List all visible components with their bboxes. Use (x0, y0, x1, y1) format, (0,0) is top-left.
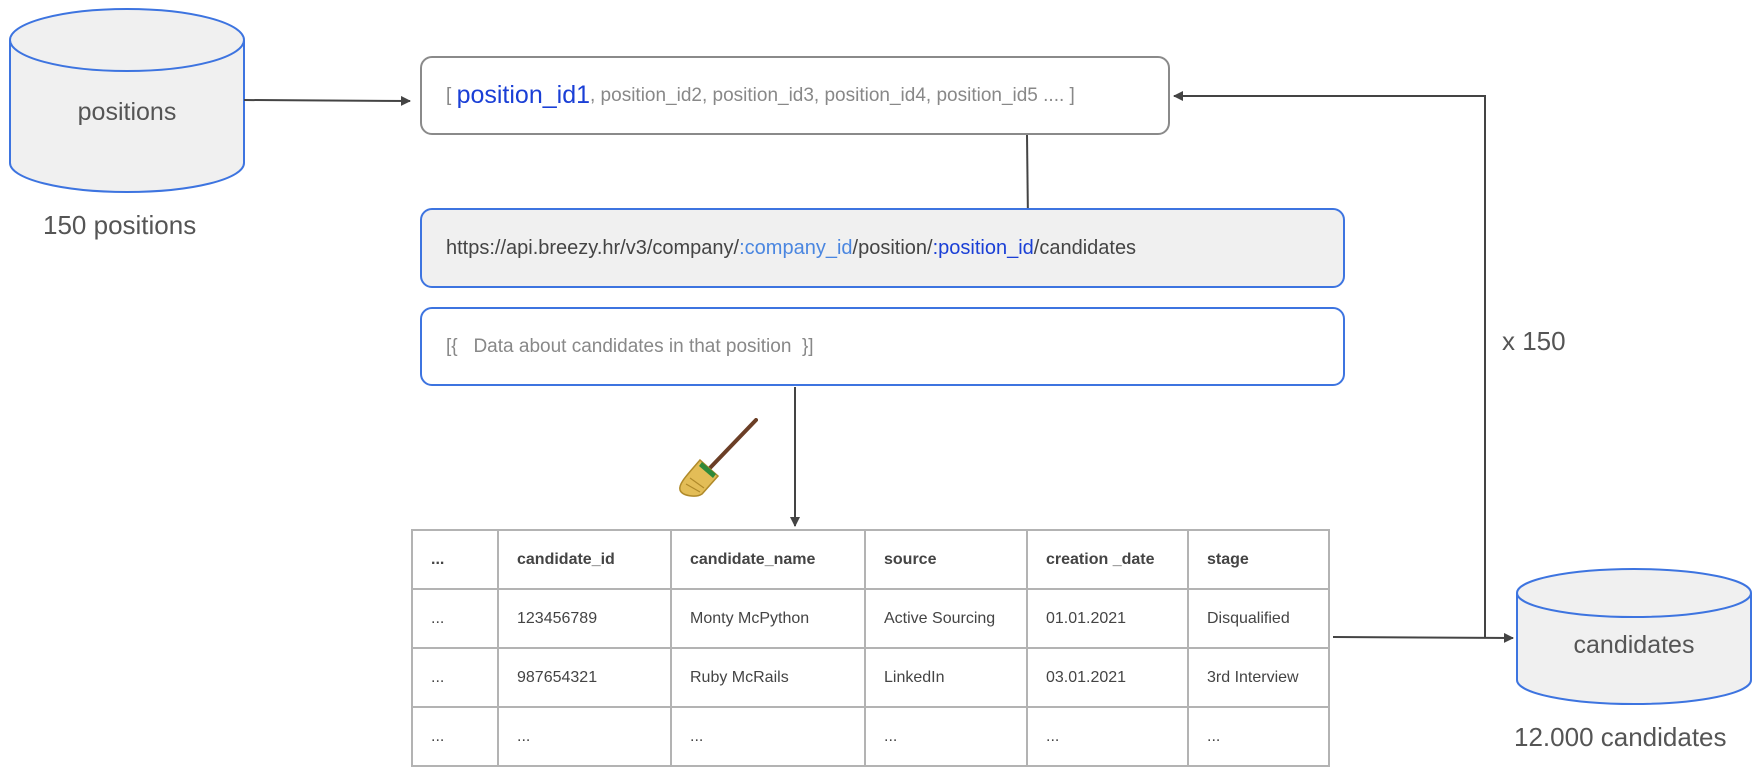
table-row: ... 123456789 Monty McPython Active Sour… (411, 588, 1330, 649)
table-row: ... ... ... ... ... ... (411, 706, 1330, 767)
column-header: stage (1187, 529, 1330, 590)
positions-database-icon (9, 8, 245, 193)
table-cell: 123456789 (497, 588, 672, 649)
broom-icon (679, 418, 758, 497)
arrow-positions-to-list (243, 95, 411, 106)
table-cell: 987654321 (497, 647, 672, 708)
candidates-database-icon (1516, 568, 1752, 705)
loop-count-label: x 150 (1502, 326, 1566, 356)
remaining-position-ids: , position_id2, position_id3, position_i… (590, 84, 1075, 106)
column-header: source (864, 529, 1028, 590)
endpoint-middle: /position/ (852, 236, 933, 259)
table-cell: ... (411, 706, 499, 767)
response-text: [{ Data about candidates in that positio… (446, 335, 814, 357)
column-header: candidate_name (670, 529, 866, 590)
arrow-table-to-candidates (1332, 632, 1514, 643)
table-cell: Ruby McRails (670, 647, 866, 708)
positions-database-label: positions (77, 98, 177, 126)
arrow-list-to-endpoint (1022, 134, 1033, 223)
table-cell: 3rd Interview (1187, 647, 1330, 708)
candidates-database-label: candidates (1573, 631, 1695, 659)
candidates-table: ... candidate_id candidate_name source c… (411, 529, 1330, 767)
table-cell: 03.01.2021 (1026, 647, 1189, 708)
api-endpoint-url: https://api.breezy.hr/v3/company/:compan… (420, 208, 1345, 288)
positions-count-caption: 150 positions (43, 210, 197, 240)
column-header: candidate_id (497, 529, 672, 590)
company-id-param: :company_id (739, 236, 853, 259)
column-header: ... (411, 529, 499, 590)
current-position-id: position_id1 (456, 81, 590, 109)
table-cell: ... (1187, 706, 1330, 767)
table-cell: LinkedIn (864, 647, 1028, 708)
table-row: ... 987654321 Ruby McRails LinkedIn 03.0… (411, 647, 1330, 708)
table-cell: ... (411, 588, 499, 649)
endpoint-prefix: https://api.breezy.hr/v3/company/ (446, 236, 740, 259)
position-id-list: [ position_id1, position_id2, position_i… (420, 56, 1170, 135)
table-cell: 01.01.2021 (1026, 588, 1189, 649)
table-cell: ... (670, 706, 866, 767)
table-cell: ... (864, 706, 1028, 767)
arrow-loop-back (1173, 91, 1486, 638)
column-header: creation _date (1026, 529, 1189, 590)
table-cell: Monty McPython (670, 588, 866, 649)
table-cell: Active Sourcing (864, 588, 1028, 649)
endpoint-suffix: /candidates (1033, 236, 1137, 259)
position-id-param: :position_id (932, 236, 1034, 259)
list-open-bracket: [ (446, 84, 452, 106)
api-response-box: [{ Data about candidates in that positio… (420, 307, 1345, 386)
table-cell: Disqualified (1187, 588, 1330, 649)
table-cell: ... (1026, 706, 1189, 767)
table-header-row: ... candidate_id candidate_name source c… (411, 529, 1330, 590)
table-cell: ... (411, 647, 499, 708)
table-cell: ... (497, 706, 672, 767)
candidates-count-caption: 12.000 candidates (1514, 722, 1727, 752)
